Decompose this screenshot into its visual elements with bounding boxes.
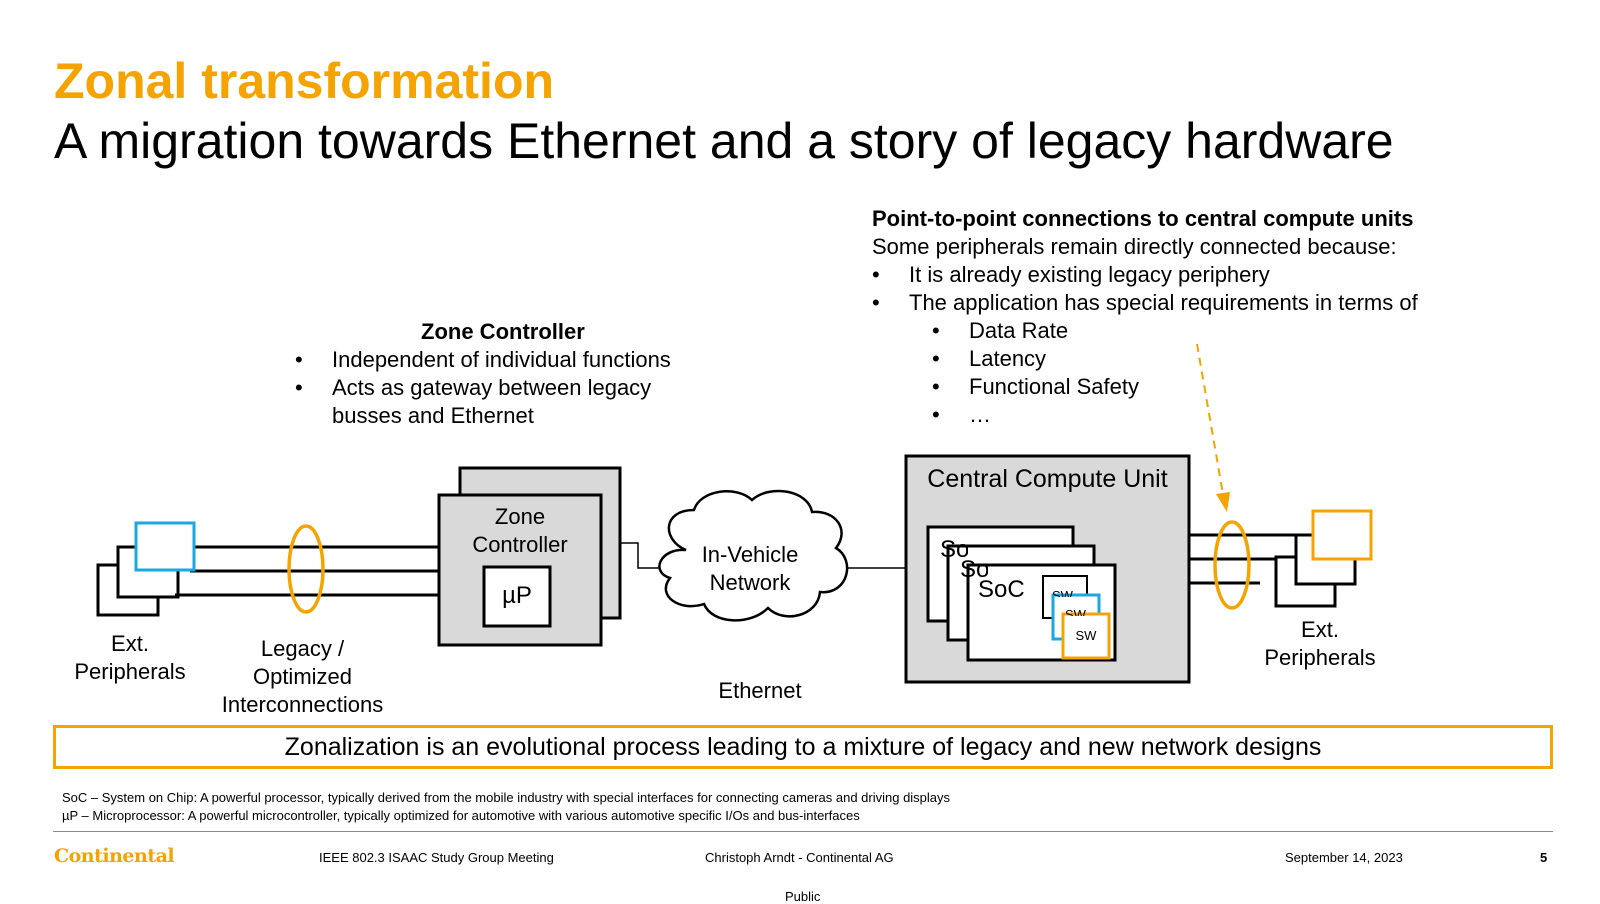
footnote-up: µP – Microprocessor: A powerful microcon…: [62, 808, 860, 823]
p2p-bullet-2: The application has special requirements…: [872, 289, 1418, 317]
sw-label-mid: SW: [1065, 607, 1086, 616]
ccu-label: Central Compute Unit: [927, 465, 1168, 493]
legacy-label-line2: Optimized: [252, 664, 353, 689]
p2p-bullet-1: It is already existing legacy periphery: [872, 261, 1418, 289]
sw-box-front: [1061, 612, 1111, 660]
ext-peripherals-left-line1: Ext.: [111, 631, 149, 656]
ext-peripheral-box-front: [134, 521, 196, 572]
footer-event: IEEE 802.3 ISAAC Study Group Meeting: [319, 850, 554, 865]
ext-peripheral-right-box-front: [1311, 509, 1373, 561]
slide-title: Zonal transformation: [54, 53, 555, 109]
footnote-soc: SoC – System on Chip: A powerful process…: [62, 790, 951, 805]
sw-label: SW: [1075, 628, 1097, 643]
in-vehicle-network-cloud: [658, 489, 849, 622]
sw-label-back: SW: [1052, 588, 1073, 597]
footer-divider: [53, 831, 1553, 832]
zc-bullet-1: Independent of individual functions: [295, 346, 671, 374]
zone-controller-label-line1: Zone: [494, 504, 546, 529]
microprocessor-label: µP: [502, 582, 532, 609]
ext-peripherals-left-line2: Peripherals: [74, 659, 186, 684]
p2p-bundle-ring: [1213, 520, 1251, 610]
microprocessor-box: [482, 565, 552, 628]
p2p-intro: Some peripherals remain directly connect…: [872, 234, 1397, 259]
p2p-heading: Point-to-point connections to central co…: [872, 206, 1414, 231]
continental-logo: Continental: [54, 845, 175, 867]
key-message-banner: Zonalization is an evolutional process l…: [53, 725, 1553, 769]
p2p-arrowhead: [1216, 492, 1230, 512]
soc-label-mid: SoC: [960, 556, 988, 583]
footer-date: September 14, 2023: [1285, 850, 1403, 865]
zone-controller-heading: Zone Controller: [421, 319, 585, 344]
p2p-sub-bullet-4: …: [872, 401, 1418, 429]
network-label-line1: In-Vehicle: [701, 542, 799, 567]
zone-controller-info: Zone Controller Independent of individua…: [295, 318, 671, 430]
page-number: 5: [1540, 850, 1548, 865]
zc-bullet-2-cont: busses and Ethernet: [332, 403, 534, 428]
ethernet-label: Ethernet: [718, 678, 802, 703]
p2p-sub-bullet-2: Latency: [872, 345, 1418, 373]
legacy-label-line3: Interconnections: [221, 692, 384, 717]
p2p-sub-bullet-3: Functional Safety: [872, 373, 1418, 401]
network-label-line2: Network: [709, 570, 791, 595]
ext-peripherals-right-line1: Ext.: [1301, 617, 1339, 642]
p2p-sub-bullet-1: Data Rate: [872, 317, 1418, 345]
soc-label: SoC: [978, 576, 1025, 603]
zone-controller-label-line2: Controller: [472, 532, 568, 557]
footer-author: Christoph Arndt - Continental AG: [705, 850, 894, 865]
legacy-bundle-ring: [287, 524, 325, 614]
ext-peripherals-right-line2: Peripherals: [1264, 645, 1376, 670]
slide-subtitle: A migration towards Ethernet and a story…: [54, 113, 1394, 169]
p2p-info: Point-to-point connections to central co…: [872, 205, 1418, 429]
legacy-label-line1: Legacy /: [260, 636, 345, 661]
zc-bullet-2: Acts as gateway between legacy: [295, 374, 671, 402]
p2p-dashed-arrow: [1196, 343, 1225, 501]
classification-label: Public: [785, 889, 821, 904]
ethernet-link-left: [620, 542, 660, 569]
soc-label-back: SoC: [940, 536, 968, 563]
